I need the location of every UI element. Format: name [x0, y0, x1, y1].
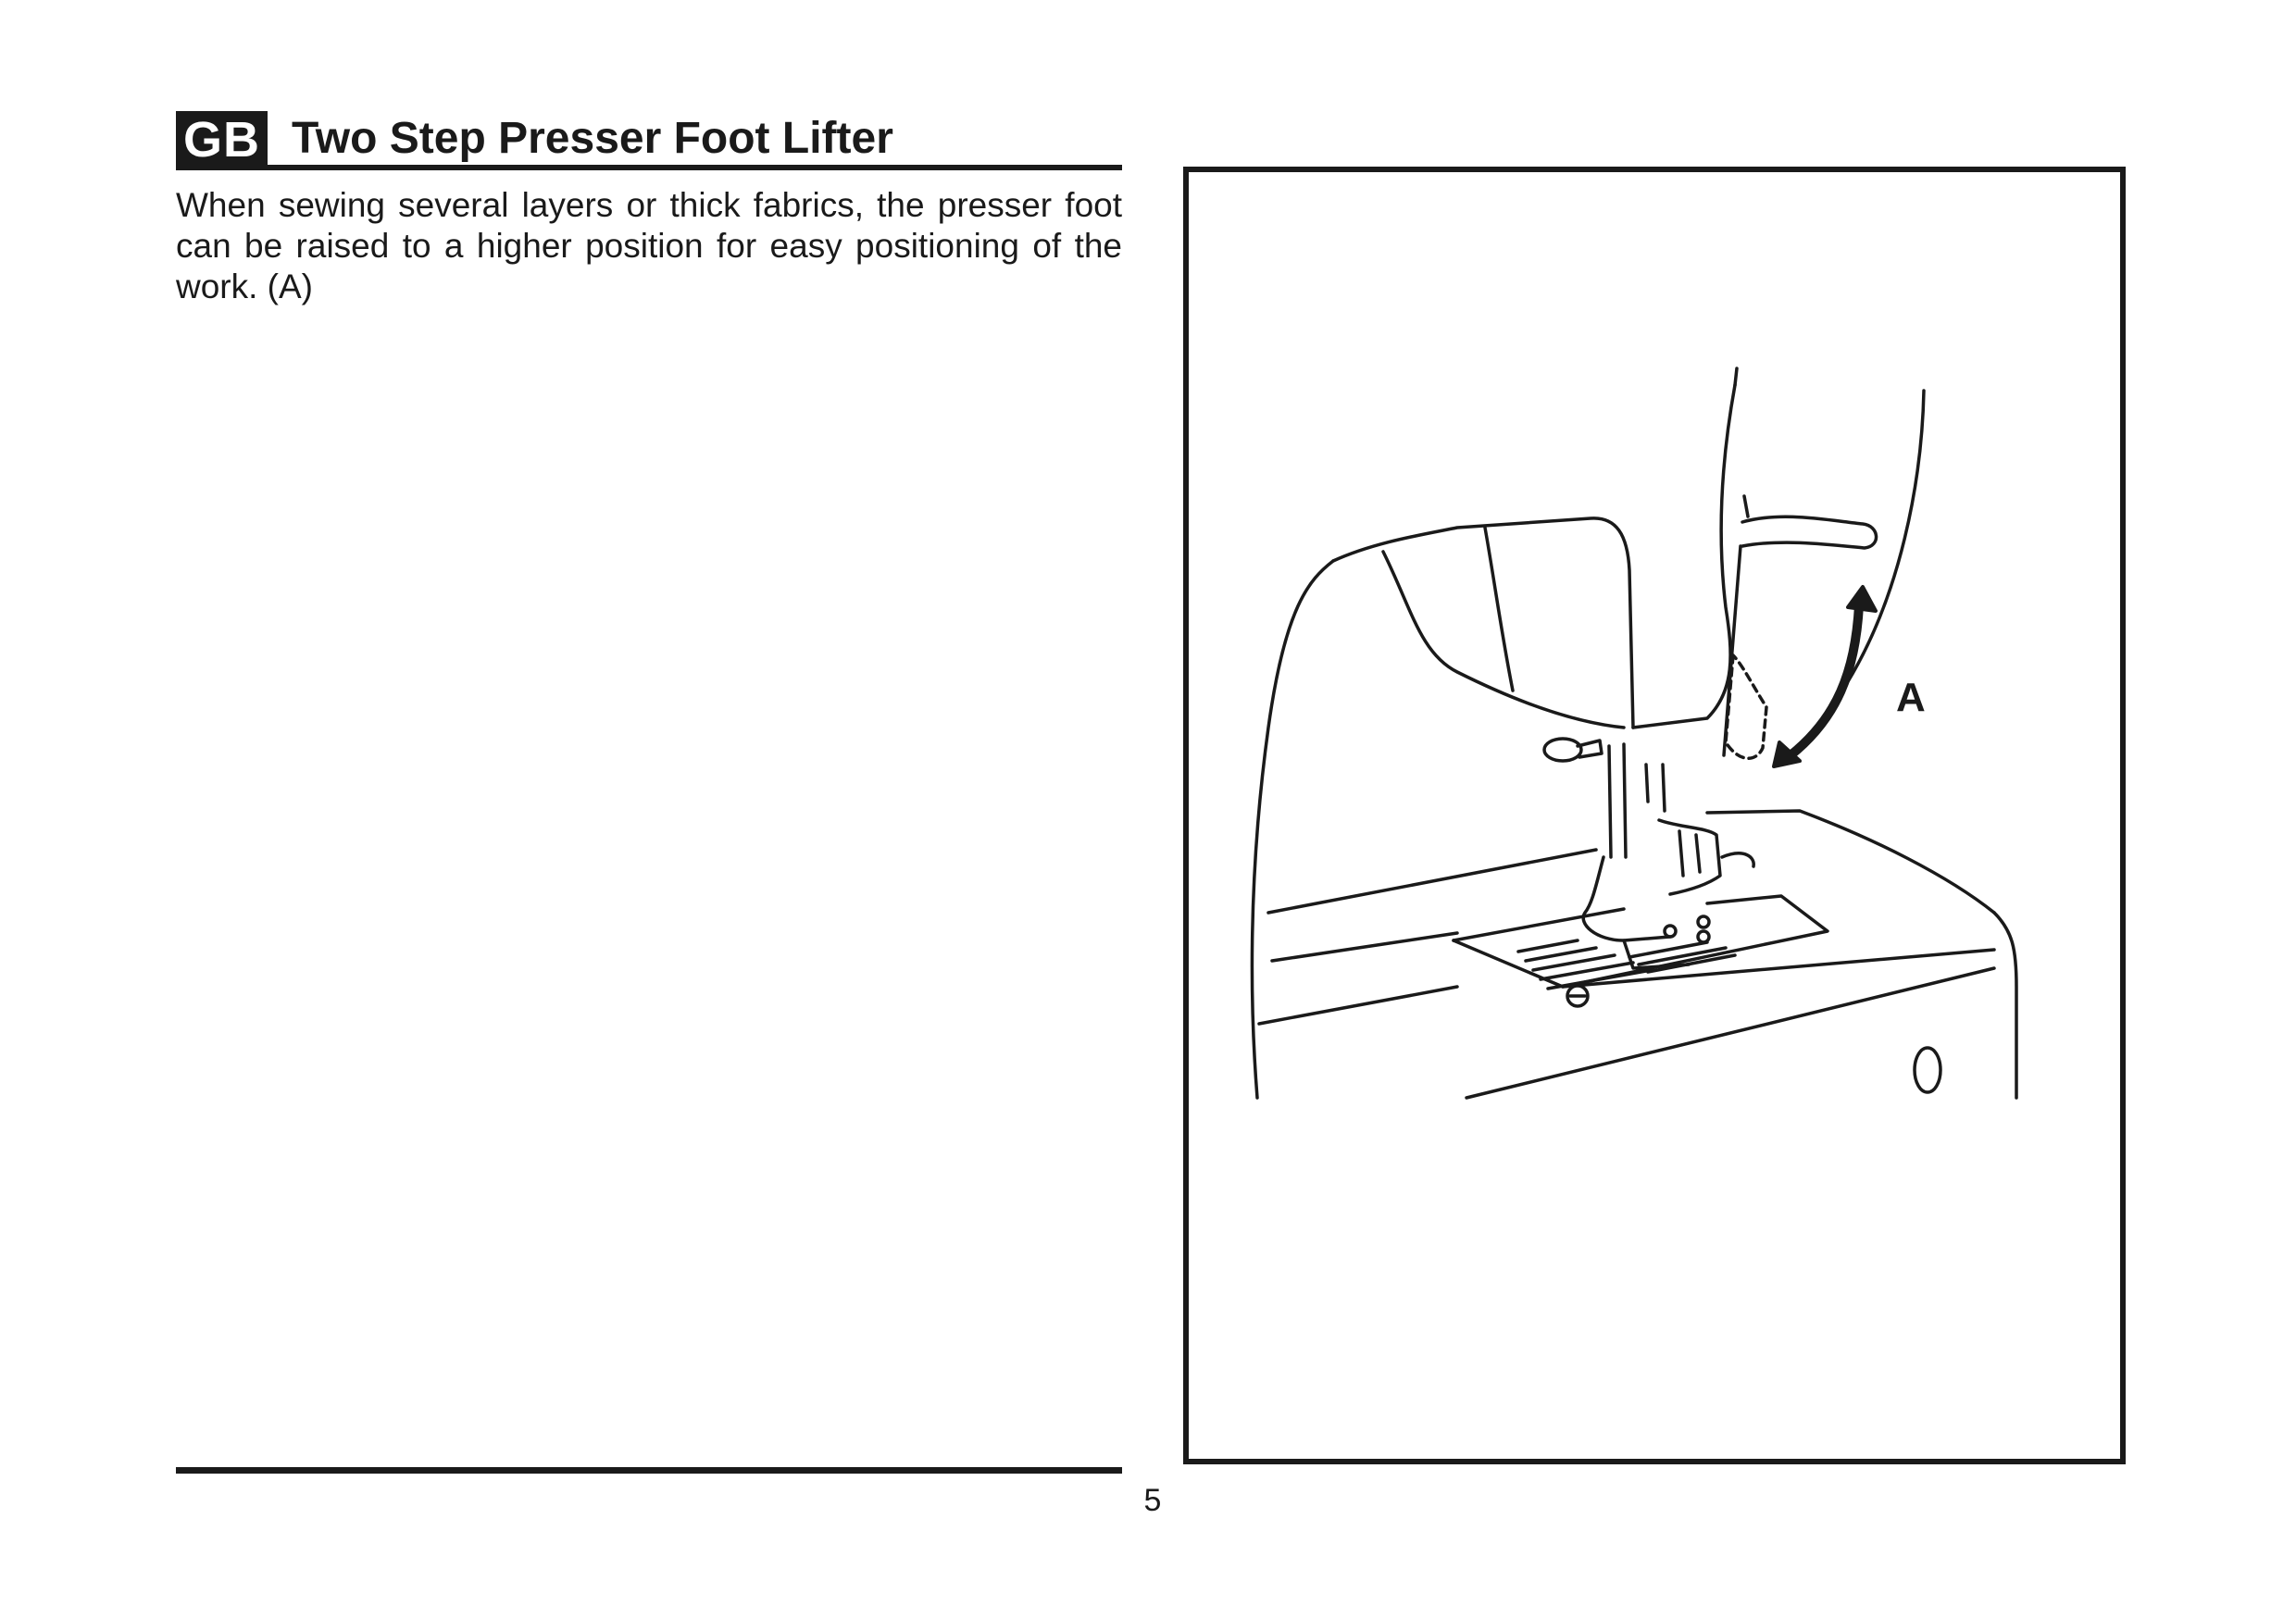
language-badge: GB	[176, 111, 268, 168]
page-number: 5	[1143, 1483, 1162, 1518]
page-title: Two Step Presser Foot Lifter	[292, 114, 893, 163]
section-heading: GB Two Step Presser Foot Lifter	[176, 111, 1122, 168]
heading-rule	[176, 165, 1122, 170]
sewing-machine-illustration-icon	[1250, 367, 2018, 1100]
callout-label-a: A	[1896, 675, 1926, 720]
footer-rule	[176, 1467, 1122, 1474]
figure-frame: A	[1183, 167, 2126, 1464]
instruction-paragraph: When sewing several layers or thick fabr…	[176, 186, 1122, 305]
